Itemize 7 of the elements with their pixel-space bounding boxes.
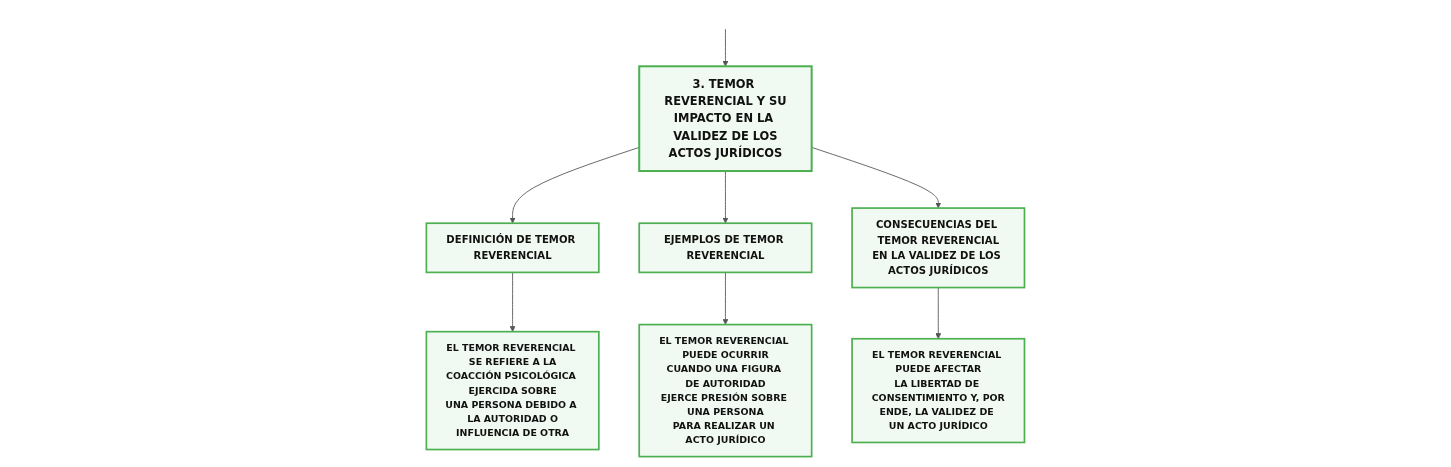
node-box: 3. TEMOR REVERENCIAL Y SU IMPACTO EN LA VALIDEZ DE LOS ACTOS JURÍDICOS [638,65,813,173]
node-box: EL TEMOR REVERENCIAL SE REFIERE A LA COACCIÓN PSICOLÓGICA EJERCIDA SOBRE UNA PERSONA DEBIDO A LA AUTORIDAD O INFLUENCIA DE OTRA [425,330,600,451]
node-box: DEFINICIÓN DE TEMOR REVERENCIAL [425,222,600,274]
node-box: CONSECUENCIAS DEL TEMOR REVERENCIAL EN LA VALIDEZ DE LOS ACTOS JURÍDICOS [851,207,1026,289]
node-box: EL TEMOR REVERENCIAL PUEDE AFECTAR LA LIBERTAD DE CONSENTIMIENTO Y, POR ENDE, LA VALIDEZ DE UN ACTO JURÍDICO [851,337,1026,444]
node-box: EJEMPLOS DE TEMOR REVERENCIAL [638,222,813,274]
node-box: EL TEMOR REVERENCIAL PUEDE OCURRIR CUANDO UNA FIGURA DE AUTORIDAD EJERCE PRESIÓN SOBRE UNA PERSONA PARA REALIZAR UN ACTO JURÍDICO [638,323,813,458]
